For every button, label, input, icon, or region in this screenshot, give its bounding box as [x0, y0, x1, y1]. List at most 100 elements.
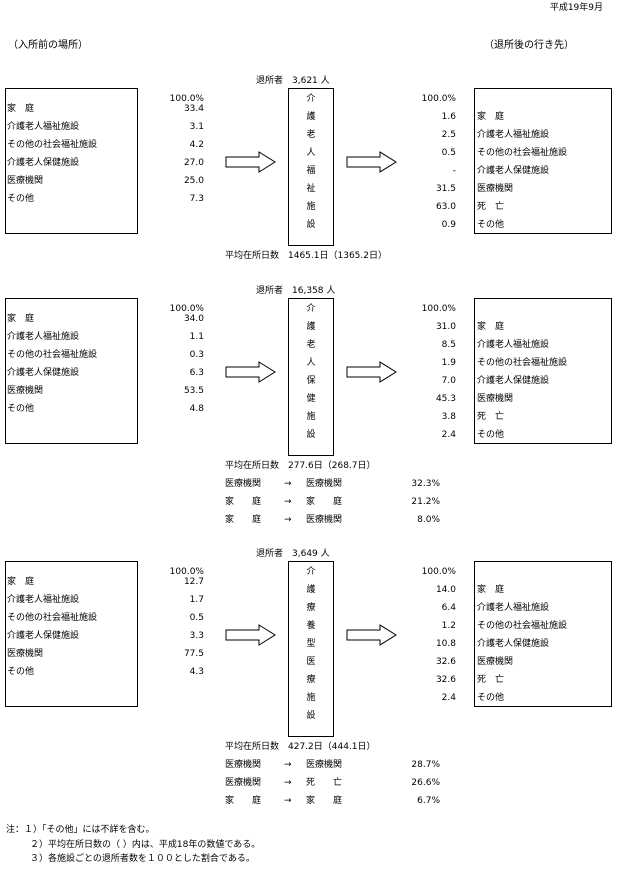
facility-type-char: 護: [306, 112, 316, 122]
facility-type-char: 介: [306, 304, 316, 314]
admission-source-label: 医療機関: [7, 386, 44, 396]
admission-source-label: 介護老人福祉施設: [7, 122, 80, 132]
admission-source-value: 27.0: [183, 158, 204, 168]
facility-type-char: 護: [306, 585, 316, 595]
facility-type-char: 介: [306, 567, 316, 577]
admission-source-value: 4.8: [189, 404, 204, 414]
flow-arrow-icon: →: [284, 796, 292, 806]
discharge-destination-value: 45.3: [435, 394, 456, 404]
admission-source-value: 77.5: [183, 649, 204, 659]
admission-total: 100.0%: [169, 304, 204, 314]
admission-source-value: 34.0: [183, 314, 204, 324]
discharge-destination-label: 医療機関: [477, 394, 514, 404]
facility-type-char: 保: [306, 376, 316, 386]
outflow-arrow-icon: [346, 361, 397, 383]
facility-type-box: 介護老人保健施設: [288, 298, 334, 456]
admission-source-label: その他の社会福祉施設: [7, 350, 98, 360]
facility-type-char: 設: [306, 430, 316, 440]
inflow-arrow-icon: [225, 151, 276, 173]
flow-percent: 8.0%: [417, 515, 440, 525]
discharge-destination-value: 2.4: [441, 430, 456, 440]
flow-arrow-icon: →: [284, 497, 292, 507]
discharge-destination-value: 0.9: [441, 220, 456, 230]
discharge-destination-label: 死 亡: [477, 202, 505, 212]
average-stay-days: 平均在所日数 427.2日（444.1日）: [225, 742, 376, 752]
facility-type-char: 施: [306, 202, 316, 212]
discharge-destination-value: 14.0: [435, 585, 456, 595]
admission-source-value: 7.3: [189, 194, 204, 204]
admission-source-value: 4.2: [189, 140, 204, 150]
facility-type-box: 介護老人福祉施設: [288, 88, 334, 246]
flow-percent: 28.7%: [411, 760, 440, 770]
admission-source-label: 介護老人福祉施設: [7, 332, 80, 342]
facility-type-char: 福: [306, 166, 316, 176]
flow-from: 家 庭: [225, 515, 262, 525]
discharge-destination-label: 介護老人福祉施設: [477, 603, 550, 613]
admission-source-label: その他: [7, 194, 35, 204]
discharge-destination-value: 32.6: [435, 675, 456, 685]
facility-type-char: 護: [306, 322, 316, 332]
discharge-destination-label: 死 亡: [477, 412, 505, 422]
admission-source-label: 医療機関: [7, 176, 44, 186]
admission-source-value: 33.4: [183, 104, 204, 114]
discharge-destination-value: 10.8: [435, 639, 456, 649]
discharge-destination-value: 1.9: [441, 358, 456, 368]
flow-to: 家 庭: [306, 796, 343, 806]
note-1: 注：１）「その他」には不詳を含む。: [6, 825, 155, 835]
flow-from: 家 庭: [225, 497, 262, 507]
discharge-total: 100.0%: [421, 94, 456, 104]
admission-source-value: 1.1: [189, 332, 204, 342]
admission-source-label: その他: [7, 667, 35, 677]
admission-source-label: 介護老人保健施設: [7, 158, 80, 168]
heading-discharge-destination: （退所後の行き先）: [484, 40, 574, 51]
facility-type-char: 介: [306, 94, 316, 104]
discharge-destination-value: 6.4: [441, 603, 456, 613]
average-stay-days: 平均在所日数 1465.1日（1365.2日）: [225, 251, 387, 261]
discharge-destination-value: 7.0: [441, 376, 456, 386]
discharge-count: 退所者 16,358 人: [256, 286, 336, 296]
outflow-arrow-icon: [346, 624, 397, 646]
admission-source-value: 4.3: [189, 667, 204, 677]
flow-percent: 32.3%: [411, 479, 440, 489]
discharge-destination-value: 32.6: [435, 657, 456, 667]
note-2: ２）平均在所日数の（ ）内は、平成18年の数値である。: [30, 840, 261, 850]
discharge-destination-label: その他: [477, 693, 505, 703]
discharge-destination-label: 医療機関: [477, 184, 514, 194]
discharge-destination-value: 63.0: [435, 202, 456, 212]
facility-type-char: 医: [306, 657, 316, 667]
discharge-destination-value: 2.5: [441, 130, 456, 140]
admission-source-value: 12.7: [183, 577, 204, 587]
admission-source-value: 25.0: [183, 176, 204, 186]
admission-source-label: 介護老人保健施設: [7, 631, 80, 641]
discharge-destination-value: 0.5: [441, 148, 456, 158]
facility-type-char: 老: [306, 130, 316, 140]
facility-type-char: 型: [306, 639, 316, 649]
discharge-destination-label: その他の社会福祉施設: [477, 358, 568, 368]
admission-source-value: 0.5: [189, 613, 204, 623]
flow-to: 医療機関: [306, 760, 343, 770]
admission-source-value: 0.3: [189, 350, 204, 360]
flow-percent: 21.2%: [411, 497, 440, 507]
facility-type-char: 養: [306, 621, 316, 631]
admission-source-label: 家 庭: [7, 314, 35, 324]
facility-type-char: 施: [306, 693, 316, 703]
discharge-destination-label: その他の社会福祉施設: [477, 148, 568, 158]
flow-from: 家 庭: [225, 796, 262, 806]
note-3: ３）各施設ごとの退所者数を１００とした割合である。: [30, 854, 255, 864]
discharge-destination-box: [474, 298, 612, 444]
discharge-destination-value: 3.8: [441, 412, 456, 422]
discharge-total: 100.0%: [421, 304, 456, 314]
report-date: 平成19年9月: [549, 3, 603, 13]
admission-source-value: 53.5: [183, 386, 204, 396]
facility-type-char: 老: [306, 340, 316, 350]
flow-arrow-icon: →: [284, 778, 292, 788]
admission-source-label: 医療機関: [7, 649, 44, 659]
discharge-total: 100.0%: [421, 567, 456, 577]
discharge-destination-value: 31.5: [435, 184, 456, 194]
admission-source-value: 3.1: [189, 122, 204, 132]
facility-type-box: 介護療養型医療施設: [288, 561, 334, 737]
facility-type-char: 健: [306, 394, 316, 404]
discharge-destination-value: 1.2: [441, 621, 456, 631]
discharge-destination-label: 介護老人福祉施設: [477, 340, 550, 350]
facility-type-char: 祉: [306, 184, 316, 194]
